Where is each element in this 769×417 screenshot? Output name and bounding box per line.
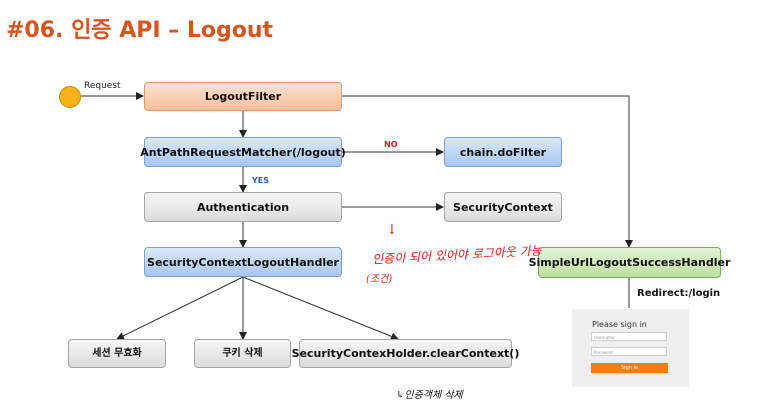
yes-label: YES [252,176,270,185]
edge-handler-to-session [116,276,244,340]
annotation-arrow: ↓ [386,222,398,238]
sign-in-button[interactable]: Sign in [591,363,668,373]
clear-context-node: SecurityContexHolder.clearContext() [292,339,519,368]
annotation-auth-note-sub: (조건) [366,274,393,285]
page-title: #06. 인증 API – Logout [6,18,274,43]
annotation-clear-note: ↳인증객체 삭제 [396,390,463,401]
password-field[interactable]: Password [591,347,667,356]
request-label: Request [84,81,121,91]
success-handler-node: SimpleUrlLogoutSuccessHandler [529,247,730,278]
session-invalidate-node: 세션 무효화 [68,339,166,368]
edge-filter-to-success [342,95,633,248]
logout-filter-node: LogoutFilter [144,82,342,111]
start-node [59,86,81,108]
no-label: NO [384,140,398,149]
redirect-label: Redirect:/login [637,288,721,299]
logout-handler-node: SecurityContextLogoutHandler [144,247,342,277]
login-heading: Please sign in [592,320,647,329]
security-context-node: SecurityContext [444,192,562,222]
login-form-preview: Please sign in Username Password Sign in [572,309,689,387]
ant-path-matcher-node: AntPathRequestMatcher(/logout) [140,137,346,167]
chain-dofilter-node: chain.doFilter [444,137,562,167]
cookie-delete-node: 쿠키 삭제 [194,339,291,368]
authentication-node: Authentication [144,192,342,222]
username-field[interactable]: Username [591,332,667,341]
edge-handler-to-clear [242,276,399,341]
